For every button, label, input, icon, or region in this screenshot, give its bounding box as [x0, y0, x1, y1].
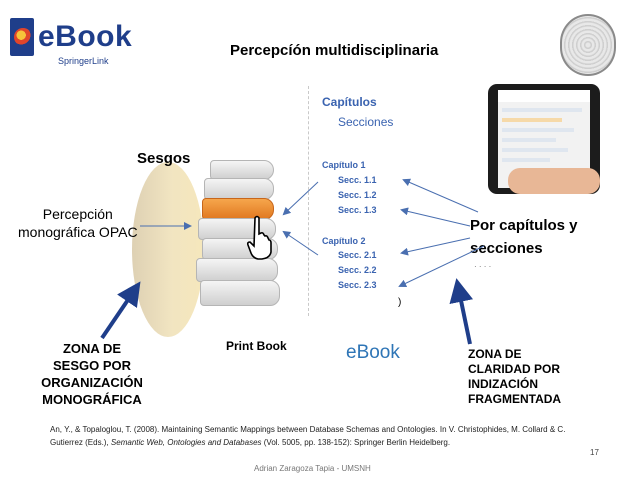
zona-sesgo-label: ZONA DE SESGO POR ORGANIZACIÓN MONOGRÁFI… [27, 340, 157, 408]
tablet-content [502, 108, 586, 168]
citation-part-2: (Vol. 5005, pp. 138-152): Springer Berli… [263, 438, 451, 447]
book [200, 280, 280, 306]
holding-hand-image [508, 168, 600, 194]
section-2-2: Secc. 2.2 [338, 265, 377, 275]
arrow-tablet-to-section-2-1 [400, 237, 471, 256]
sesgos-label: Sesgos [137, 150, 191, 167]
por-line-2: secciones [470, 240, 543, 257]
slide-title: Percepcíón multidisciplinaria [230, 42, 439, 59]
tablet-row [502, 158, 550, 162]
tablet-row [502, 108, 582, 112]
zona-sesgo-line-2: SESGO POR [52, 358, 132, 373]
divider-line [308, 86, 309, 316]
percepcion-label: Percepción monográfica OPAC [18, 205, 138, 241]
chapter-1-title: Capítulo 1 [322, 160, 366, 170]
arrow-tablet-to-section-1-1 [402, 178, 479, 213]
book-stack-image [196, 160, 288, 306]
zona-claridad-line-4: FRAGMENTADA [468, 392, 562, 406]
zona-sesgo-line-3: ORGANIZACIÓN [41, 375, 143, 390]
zona-sesgo-line-4: MONOGRÁFICA [42, 392, 142, 407]
citation-italic-title: Semantic Web, Ontologies and Databases [110, 438, 262, 447]
tablet-row [502, 118, 562, 122]
page-number: 17 [590, 448, 599, 457]
tablet-row [502, 128, 574, 132]
pointer-hand-icon [246, 215, 272, 260]
section-1-1: Secc. 1.1 [338, 175, 377, 185]
citation-part-1: An, Y., & Topaloglou, T. (2008). Maintai… [50, 425, 566, 447]
toc-heading: Capítulos [322, 95, 377, 109]
stray-character: ) [398, 297, 402, 308]
zona-claridad-label: ZONA DE CLARIDAD POR INDIZACIÓN FRAGMENT… [468, 347, 561, 407]
university-seal-icon [560, 14, 616, 76]
arrow-tablet-to-section-1-3 [400, 207, 471, 227]
springerlink-logo-text: SpringerLink [58, 56, 109, 66]
print-book-label: Print Book [226, 339, 287, 353]
section-1-3: Secc. 1.3 [338, 205, 377, 215]
section-1-2: Secc. 1.2 [338, 190, 377, 200]
zona-claridad-line-3: INDIZACIÓN [468, 377, 538, 391]
logo-emblem-icon [14, 28, 32, 46]
arrow-section-1-1-to-books [282, 181, 319, 216]
ebook-label: eBook [346, 342, 400, 363]
toc-subheading: Secciones [338, 115, 394, 129]
por-line-1: Por capítulos y [470, 217, 578, 234]
zona-sesgo-line-1: ZONA DE [62, 341, 122, 356]
arrow-tablet-to-section-2-3 [398, 245, 485, 288]
percepcion-line-1: Percepción [42, 206, 113, 222]
tablet-row [502, 138, 556, 142]
percepcion-line-2: monográfica OPAC [18, 224, 138, 240]
zona-claridad-line-1: ZONA DE [468, 347, 522, 361]
citation: An, Y., & Topaloglou, T. (2008). Maintai… [50, 423, 598, 449]
section-2-3: Secc. 2.3 [338, 280, 377, 290]
tablet-header-bar [498, 90, 590, 102]
zona-claridad-line-2: CLARIDAD POR [468, 362, 560, 376]
chapter-2-title: Capítulo 2 [322, 236, 366, 246]
ebook-logo-text: eBook [38, 20, 133, 53]
arrow-section-2-1-to-books [282, 230, 319, 256]
footer-author: Adrian Zaragoza Tapia - UMSNH [254, 464, 371, 473]
thick-arrow-left [100, 281, 141, 340]
tablet-row [502, 148, 568, 152]
cut-off-text: · · · · [474, 262, 492, 271]
section-2-1: Secc. 2.1 [338, 250, 377, 260]
bias-ellipse [132, 162, 204, 337]
por-capitulos-label: Por capítulos y secciones [470, 214, 578, 260]
thick-arrow-right [449, 278, 473, 345]
